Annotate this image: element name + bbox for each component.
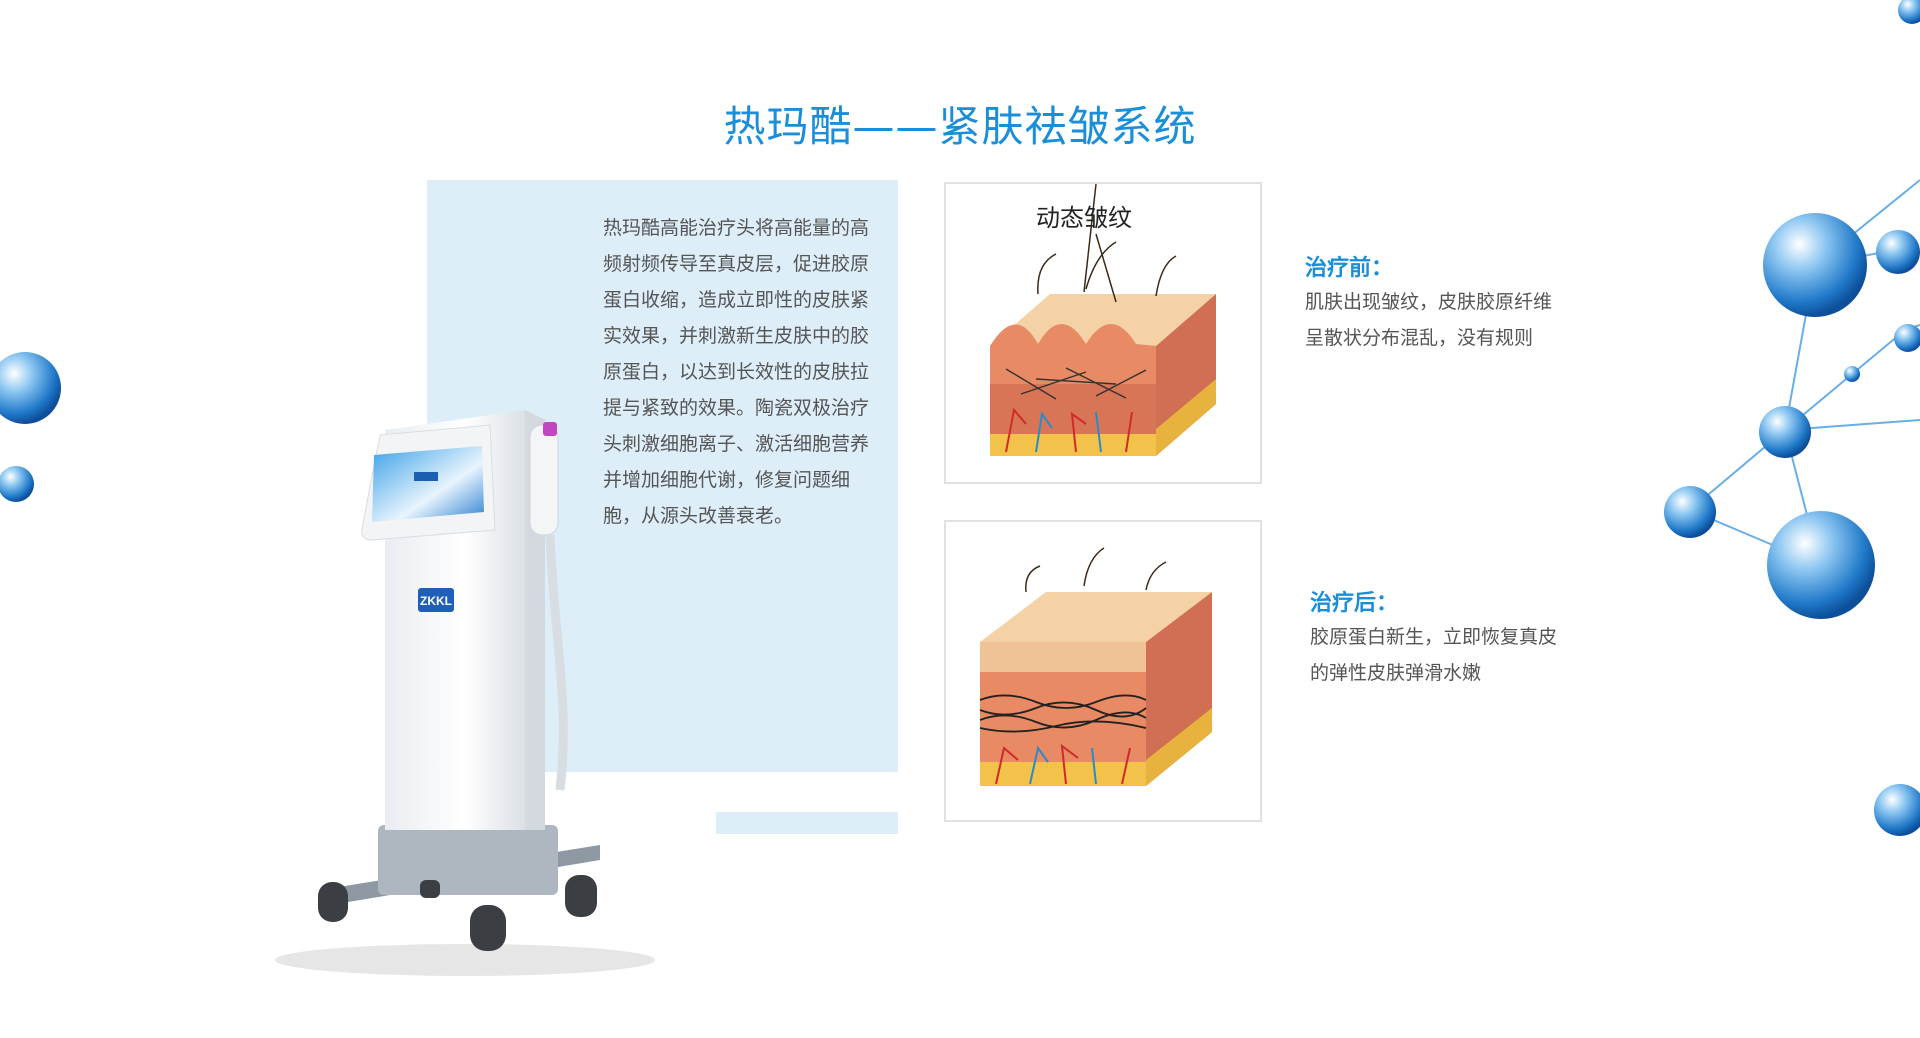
after-skin-image: [944, 520, 1262, 822]
before-title: 治疗前：: [1305, 256, 1394, 281]
wrinkle-label: 动态皱纹: [1036, 204, 1132, 232]
page-title: 热玛酷——紧肤祛皱系统: [723, 102, 1197, 151]
before-text: 肌肤出现皱纹，皮肤胶原纤维呈散状分布混乱，没有规则: [1305, 291, 1553, 349]
after-title: 治疗后：: [1310, 591, 1399, 616]
description-text: 热玛酷高能治疗头将高能量的高频射频传导至真皮层，促进胶原蛋白收缩，造成立即性的皮…: [603, 217, 870, 527]
before-skin-image: 动态皱纹: [944, 182, 1262, 484]
device-logo: ZKKL: [420, 594, 452, 608]
panel-accent-strip: [716, 812, 898, 834]
after-text: 胶原蛋白新生，立即恢复真皮的弹性皮肤弹滑水嫩: [1310, 626, 1558, 684]
